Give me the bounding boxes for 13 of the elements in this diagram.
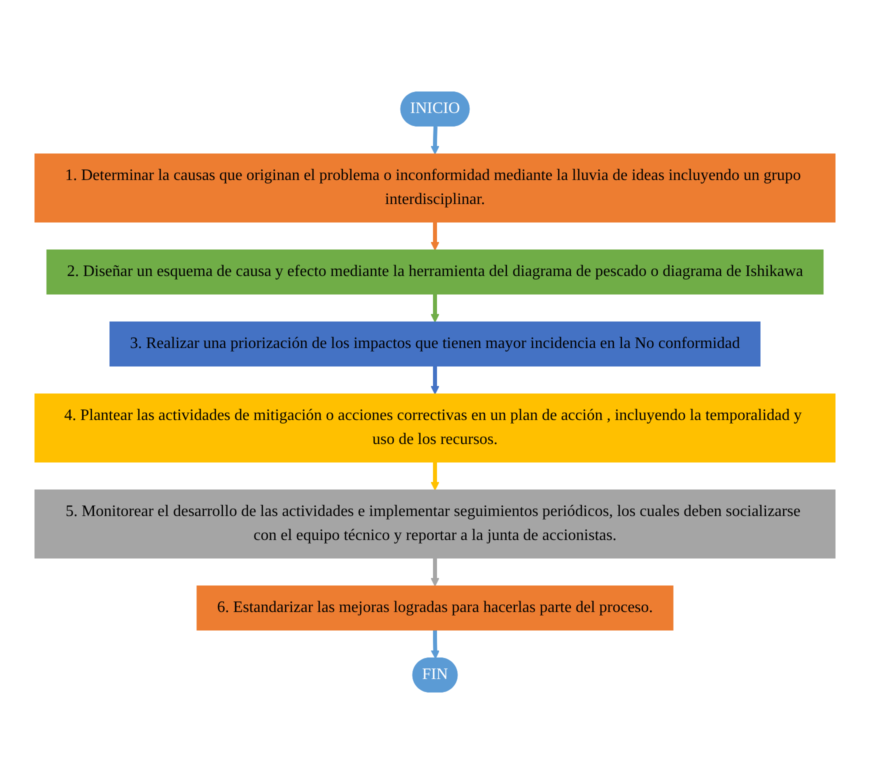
arrow xyxy=(430,462,440,490)
node-box: 1. Determinar la causas que originan el problema o inconformidad mediante la lluvia de ideas incluyendo un grupo interdisciplinar. xyxy=(34,154,836,222)
arrow xyxy=(430,630,440,659)
node-box: 6. Estandarizar las mejoras logradas para hacerlas parte del proceso. xyxy=(196,586,674,630)
arrow xyxy=(430,126,440,154)
arrow xyxy=(430,366,440,394)
arrow xyxy=(430,294,440,322)
node-box: 4. Plantear las actividades de mitigación o acciones correctivas en un plan de acción , incluyendo la temporalidad y uso de los recursos. xyxy=(34,394,836,462)
arrow xyxy=(430,558,440,586)
node-box: 2. Diseñar un esquema de causa y efecto mediante la herramienta del diagrama de pescado o diagrama de Ishikawa xyxy=(46,250,824,294)
node-box: 3. Realizar una priorización de los impactos que tienen mayor incidencia en la No conformidad xyxy=(110,322,760,366)
arrow xyxy=(430,222,440,250)
node-box: 5. Monitorear el desarrollo de las actividades e implementar seguimientos periódicos, los cuales deben socializarse con el equipo técnico y reportar a la junta de accionistas. xyxy=(34,490,836,558)
